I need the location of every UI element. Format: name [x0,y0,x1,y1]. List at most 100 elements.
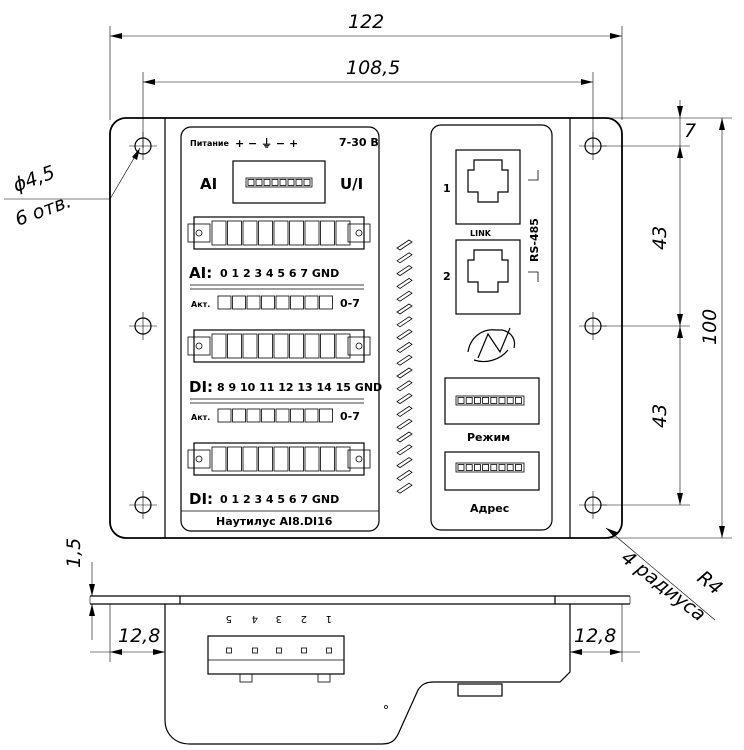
hole-icon [129,491,157,519]
vent-slot [396,316,413,328]
dip-switch-cell [482,397,490,404]
terminal-cell [335,220,351,246]
dip-switch-cell [457,397,465,404]
dip-switch-cell [498,464,506,471]
activity-led [261,408,275,423]
di-row2-pins: 0 1 2 3 4 5 6 7 GND [220,493,339,506]
activity-led [232,295,246,310]
nautilus-logo-icon [467,327,516,363]
dim-pitch-upper-text: 43 [649,226,671,250]
hole-callout: ϕ4,5 6 отв. [4,147,141,231]
dip-switch-cell [457,464,465,471]
dip-switch-cell [287,179,295,186]
dip-switch-cell [490,397,498,404]
terminal-cell [289,333,304,359]
hole-icon [129,132,157,160]
terminal-cell [258,220,273,246]
side-right-text: 12,8 [574,625,616,647]
connector-pin [276,647,282,654]
terminal-block-1[interactable] [187,216,371,250]
dimension-pitch: 7 43 43 [600,100,696,506]
corner-radius-text: R4 [693,567,726,600]
dip-switch-cell [465,397,473,404]
dimension-overall-height: 100 [608,117,732,539]
connector-pin [226,647,232,654]
connector-pin-number: 5 [226,613,232,624]
vent-slot [396,239,413,251]
terminal-cell [211,220,227,246]
dip-switch-cell [247,179,255,186]
dim-overall-height-text: 100 [699,309,721,345]
dip-switch-cell [263,179,271,186]
radius-callout: 4 радиуса R4 [605,527,726,626]
activity-led [304,295,319,310]
port2-number: 2 [443,270,451,283]
side-left-text: 12,8 [118,625,160,647]
front-panel-left [180,126,380,532]
dip-switch-cell [473,397,481,404]
front-panel-right [430,124,553,531]
terminal-cell [335,333,351,359]
dip-switch-address[interactable] [444,451,540,491]
power-voltage: 7-30 В [339,136,379,149]
activity-led [217,408,232,423]
activity-led [275,295,290,310]
terminal-cell [304,446,320,472]
hole-count-text: 6 отв. [12,190,74,231]
dim-pitch-lower-text: 43 [649,404,671,428]
dim-hole-spacing-text: 108,5 [346,57,400,79]
terminal-cell [304,220,320,246]
port1-number: 1 [443,182,451,195]
terminal-block-3[interactable] [187,442,371,476]
connector-pin [252,647,258,654]
activity-led [246,295,261,310]
terminal-cell [273,333,289,359]
vent-slot [396,405,413,417]
terminal-cell [227,446,242,472]
activity-led [217,295,232,310]
dip-switch-cell [515,464,522,471]
di-row1-pins: 8 9 10 11 12 13 14 15 GND [217,381,382,394]
terminal-cell [242,220,258,246]
address-label: Адрес [470,502,509,515]
ai-row-label: AI: [189,264,212,282]
connector-pin [301,647,307,654]
rs485-label: RS-485 [528,218,541,262]
activity-led [304,408,319,423]
terminal-cell [273,220,289,246]
dim-overall-width-text: 122 [348,11,384,33]
terminal-cell [304,333,320,359]
led-row-1 [217,295,333,310]
terminal-cell [289,220,304,246]
connector-pin-number: 2 [301,613,307,624]
rj45-port-1[interactable] [455,149,521,225]
link-label: LINK [470,229,492,238]
dip-switch-cell [303,179,311,186]
terminal-cell [211,333,227,359]
power-signs: + − ⏚ − + [235,137,298,150]
connector-pin-number: 4 [252,613,258,624]
dip-switch-cell [255,179,263,186]
terminal-block-2[interactable] [187,329,371,363]
hole-icon [579,312,607,340]
connector-pin [326,647,332,654]
rj45-port-2[interactable] [455,239,521,315]
activity-led [290,408,304,423]
mode-label: Режим [467,431,510,444]
dip-switch-mode[interactable] [444,377,540,425]
ai-row-pins: 0 1 2 3 4 5 6 7 GND [220,267,339,280]
connector-pin-number: 1 [326,613,332,624]
terminal-cell [227,333,242,359]
vent-slot [396,393,413,405]
act-range-2: 0-7 [340,410,360,423]
flange-thickness-text: 1,5 [63,538,85,568]
ui-label: U/I [340,175,363,193]
activity-led [290,295,304,310]
dip-switch-ai[interactable] [232,160,326,204]
vent-slot [396,354,413,366]
dip-switch-cell [482,464,490,471]
dip-switch-cell [506,397,514,404]
dimension-overall-width: 122 [109,11,623,120]
vent-slots [396,239,413,494]
